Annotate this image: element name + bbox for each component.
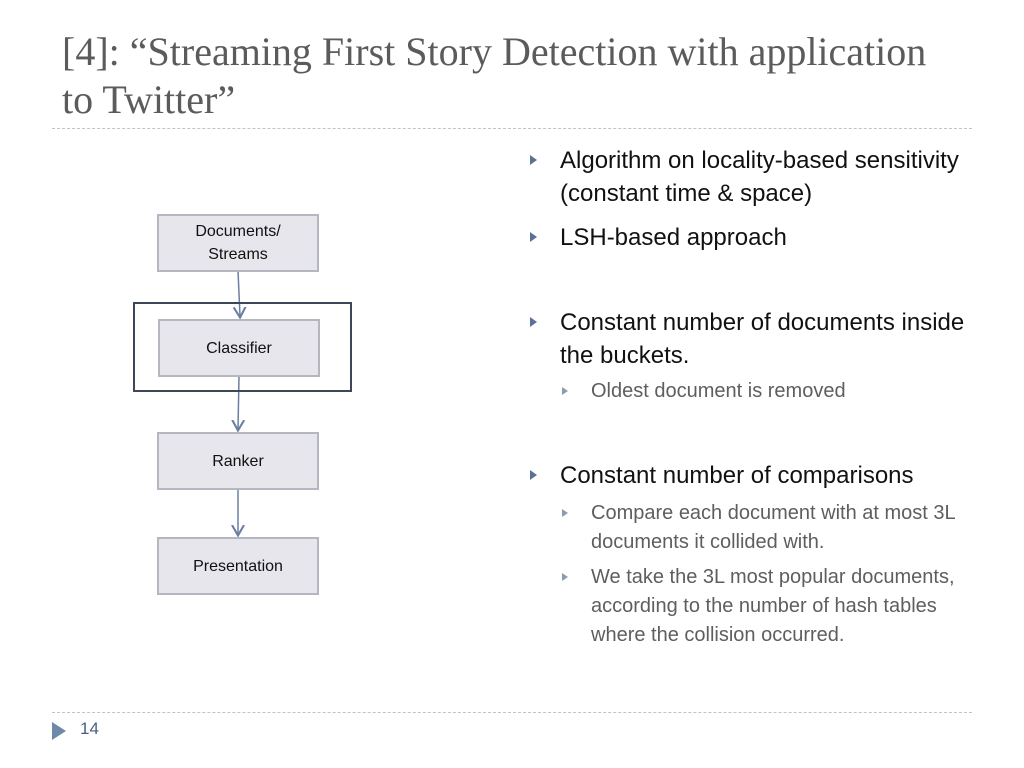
- title-divider: [52, 128, 972, 129]
- diagram-connectors: [0, 270, 520, 700]
- box-documents-streams: Documents/ Streams: [157, 214, 319, 272]
- sub-bullet-item: Oldest document is removed: [530, 377, 970, 406]
- bullet-arrow-icon: [530, 155, 537, 165]
- bullet-arrow-icon: [530, 232, 537, 242]
- bullet-item: Constant number of documents inside the …: [530, 306, 970, 372]
- bullet-text: Constant number of documents inside the …: [560, 309, 965, 369]
- bullet-item: Constant number of comparisons: [530, 459, 970, 492]
- bullet-item: Algorithm on locality-based sensitivity …: [530, 144, 970, 210]
- bullet-text: Algorithm on locality-based sensitivity …: [560, 147, 959, 207]
- sub-bullet-item: Compare each document with at most 3L do…: [530, 499, 970, 557]
- sub-bullet-arrow-icon: [562, 573, 568, 581]
- box-ranker: Ranker: [157, 432, 319, 490]
- box-documents-label: Documents/ Streams: [195, 223, 281, 263]
- box-presentation: Presentation: [157, 537, 319, 595]
- sub-bullet-arrow-icon: [562, 387, 568, 395]
- sub-bullet-text: Compare each document with at most 3L do…: [591, 502, 955, 553]
- sub-bullet-arrow-icon: [562, 509, 568, 517]
- page-number: 14: [80, 719, 99, 738]
- box-classifier-label: Classifier: [206, 339, 272, 357]
- bullet-arrow-icon: [530, 317, 537, 327]
- sub-bullet-text: We take the 3L most popular documents, a…: [591, 566, 955, 646]
- box-classifier: Classifier: [158, 319, 320, 377]
- bullet-list: Algorithm on locality-based sensitivity …: [530, 144, 970, 650]
- classifier-highlight-frame: [133, 302, 352, 392]
- pipeline-diagram: Documents/ Streams Classifier Ranker Pre…: [0, 0, 520, 700]
- footer-triangle-icon: [52, 722, 66, 740]
- bullet-text: Constant number of comparisons: [560, 462, 914, 489]
- arrow-classifier-to-ranker: [238, 375, 239, 429]
- box-ranker-label: Ranker: [212, 452, 264, 470]
- footer-divider: [52, 712, 972, 713]
- slide-title: [4]: “Streaming First Story Detection wi…: [62, 29, 927, 122]
- bullet-arrow-icon: [530, 470, 537, 480]
- box-presentation-label: Presentation: [193, 557, 283, 575]
- bullet-text: LSH-based approach: [560, 224, 787, 251]
- bullet-item: LSH-based approach: [530, 221, 970, 254]
- arrow-documents-to-classifier: [238, 270, 240, 316]
- sub-bullet-text: Oldest document is removed: [591, 380, 846, 402]
- sub-bullet-item: We take the 3L most popular documents, a…: [530, 563, 970, 650]
